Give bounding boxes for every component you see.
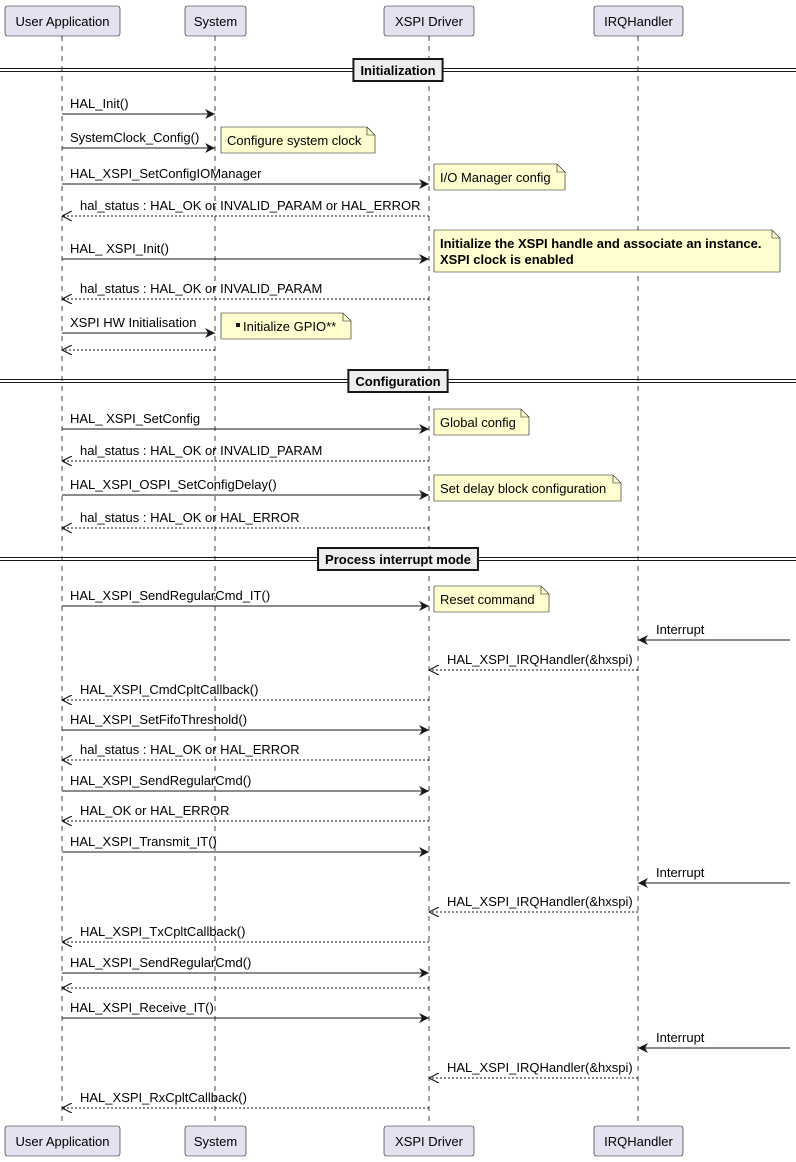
- participant-system-top: System: [184, 5, 247, 37]
- message-label: HAL_XSPI_Receive_IT(): [70, 1000, 214, 1015]
- note-4: Initialize GPIO**: [220, 312, 352, 340]
- participant-label: XSPI Driver: [395, 1134, 464, 1149]
- message-label: HAL_XSPI_IRQHandler(&hxspi): [447, 894, 633, 909]
- message-18: hal_status : HAL_OK or HAL_ERROR: [62, 742, 429, 760]
- note-1: Configure system clock: [220, 126, 376, 154]
- message-28: Interrupt: [638, 1030, 790, 1053]
- message-label: HAL_XSPI_SendRegularCmd(): [70, 773, 251, 788]
- participant-user-application-bottom: User Application: [4, 1125, 121, 1157]
- message-5: HAL_ XSPI_Init(): [62, 241, 429, 264]
- note-text: XSPI clock is enabled: [440, 252, 574, 267]
- note-text: Reset command: [440, 592, 535, 607]
- participant-label: User Application: [16, 14, 110, 29]
- participant-system-bottom: System: [184, 1125, 247, 1157]
- message-20: HAL_OK or HAL_ERROR: [62, 803, 429, 821]
- divider-label: Configuration: [355, 374, 440, 389]
- note-7: Reset command: [433, 585, 550, 613]
- message-label: XSPI HW Initialisation: [70, 315, 196, 330]
- note-5: Global config: [433, 408, 530, 436]
- message-label: Interrupt: [656, 622, 705, 637]
- message-label: hal_status : HAL_OK or INVALID_PARAM or …: [80, 198, 421, 213]
- participant-label: System: [194, 14, 237, 29]
- participant-label: XSPI Driver: [395, 14, 464, 29]
- message-label: HAL_ XSPI_Init(): [70, 241, 169, 256]
- participant-label: System: [194, 1134, 237, 1149]
- message-27: HAL_XSPI_Receive_IT(): [62, 1000, 429, 1023]
- message-16: HAL_XSPI_CmdCpltCallback(): [62, 682, 429, 700]
- participant-label: IRQHandler: [604, 1134, 673, 1149]
- message-label: HAL_XSPI_SendRegularCmd(): [70, 955, 251, 970]
- note-3: Initialize the XSPI handle and associate…: [433, 229, 781, 273]
- divider-process-interrupt-mode: Process interrupt mode: [0, 547, 796, 571]
- divider-label: Initialization: [360, 63, 435, 78]
- message-label: HAL_XSPI_SetConfigIOManager: [70, 166, 262, 181]
- message-6: hal_status : HAL_OK or INVALID_PARAM: [62, 281, 429, 299]
- message-25: HAL_XSPI_SendRegularCmd(): [62, 955, 429, 978]
- message-10: hal_status : HAL_OK or INVALID_PARAM: [62, 443, 429, 461]
- note-text: Initialize the XSPI handle and associate…: [440, 236, 762, 251]
- divider-label: Process interrupt mode: [325, 552, 471, 567]
- message-17: HAL_XSPI_SetFifoThreshold(): [62, 712, 429, 735]
- message-label: HAL_XSPI_SendRegularCmd_IT(): [70, 588, 270, 603]
- note-6: Set delay block configuration: [433, 474, 622, 502]
- note-text: Global config: [440, 415, 516, 430]
- message-29: HAL_XSPI_IRQHandler(&hxspi): [429, 1060, 638, 1078]
- message-label: hal_status : HAL_OK or HAL_ERROR: [80, 510, 300, 525]
- message-label: HAL_XSPI_Transmit_IT(): [70, 834, 217, 849]
- message-23: HAL_XSPI_IRQHandler(&hxspi): [429, 894, 638, 912]
- message-15: HAL_XSPI_IRQHandler(&hxspi): [429, 652, 638, 670]
- message-9: HAL_ XSPI_SetConfig: [62, 411, 429, 434]
- message-label: SystemClock_Config(): [70, 130, 199, 145]
- participant-xspi-driver-top: XSPI Driver: [383, 5, 475, 37]
- bullet-icon: [236, 323, 240, 327]
- message-label: hal_status : HAL_OK or HAL_ERROR: [80, 742, 300, 757]
- message-label: HAL_OK or HAL_ERROR: [80, 803, 230, 818]
- participant-label: User Application: [16, 1134, 110, 1149]
- message-21: HAL_XSPI_Transmit_IT(): [62, 834, 429, 857]
- message-13: HAL_XSPI_SendRegularCmd_IT(): [62, 588, 429, 611]
- message-22: Interrupt: [638, 865, 790, 888]
- message-12: hal_status : HAL_OK or HAL_ERROR: [62, 510, 429, 528]
- participant-xspi-driver-bottom: XSPI Driver: [383, 1125, 475, 1157]
- message-14: Interrupt: [638, 622, 790, 645]
- message-1: HAL_Init(): [62, 96, 215, 119]
- note-2: I/O Manager config: [433, 163, 566, 191]
- message-label: HAL_ XSPI_SetConfig: [70, 411, 200, 426]
- note-text: Configure system clock: [227, 133, 362, 148]
- divider-initialization: Initialization: [0, 58, 796, 82]
- message-label: HAL_XSPI_SetFifoThreshold(): [70, 712, 247, 727]
- message-label: hal_status : HAL_OK or INVALID_PARAM: [80, 443, 322, 458]
- message-3: HAL_XSPI_SetConfigIOManager: [62, 166, 429, 189]
- message-19: HAL_XSPI_SendRegularCmd(): [62, 773, 429, 796]
- divider-configuration: Configuration: [0, 369, 796, 393]
- message-label: HAL_XSPI_IRQHandler(&hxspi): [447, 652, 633, 667]
- participant-user-application-top: User Application: [4, 5, 121, 37]
- note-text: Set delay block configuration: [440, 481, 606, 496]
- message-label: HAL_XSPI_RxCpltCallback(): [80, 1090, 247, 1105]
- message-2: SystemClock_Config(): [62, 130, 215, 153]
- message-11: HAL_XSPI_OSPI_SetConfigDelay(): [62, 477, 429, 500]
- message-label: HAL_XSPI_CmdCpltCallback(): [80, 682, 258, 697]
- message-24: HAL_XSPI_TxCpltCallback(): [62, 924, 429, 942]
- message-label: Interrupt: [656, 1030, 705, 1045]
- message-label: HAL_XSPI_IRQHandler(&hxspi): [447, 1060, 633, 1075]
- participant-irqhandler-top: IRQHandler: [593, 5, 684, 37]
- message-label: Interrupt: [656, 865, 705, 880]
- note-text: I/O Manager config: [440, 170, 551, 185]
- message-label: HAL_XSPI_TxCpltCallback(): [80, 924, 245, 939]
- message-label: HAL_XSPI_OSPI_SetConfigDelay(): [70, 477, 277, 492]
- note-text: Initialize GPIO**: [243, 319, 336, 334]
- message-label: HAL_Init(): [70, 96, 129, 111]
- message-label: hal_status : HAL_OK or INVALID_PARAM: [80, 281, 322, 296]
- message-7: XSPI HW Initialisation: [62, 315, 215, 338]
- message-4: hal_status : HAL_OK or INVALID_PARAM or …: [62, 198, 429, 216]
- message-30: HAL_XSPI_RxCpltCallback(): [62, 1090, 429, 1108]
- participant-label: IRQHandler: [604, 14, 673, 29]
- participant-irqhandler-bottom: IRQHandler: [593, 1125, 684, 1157]
